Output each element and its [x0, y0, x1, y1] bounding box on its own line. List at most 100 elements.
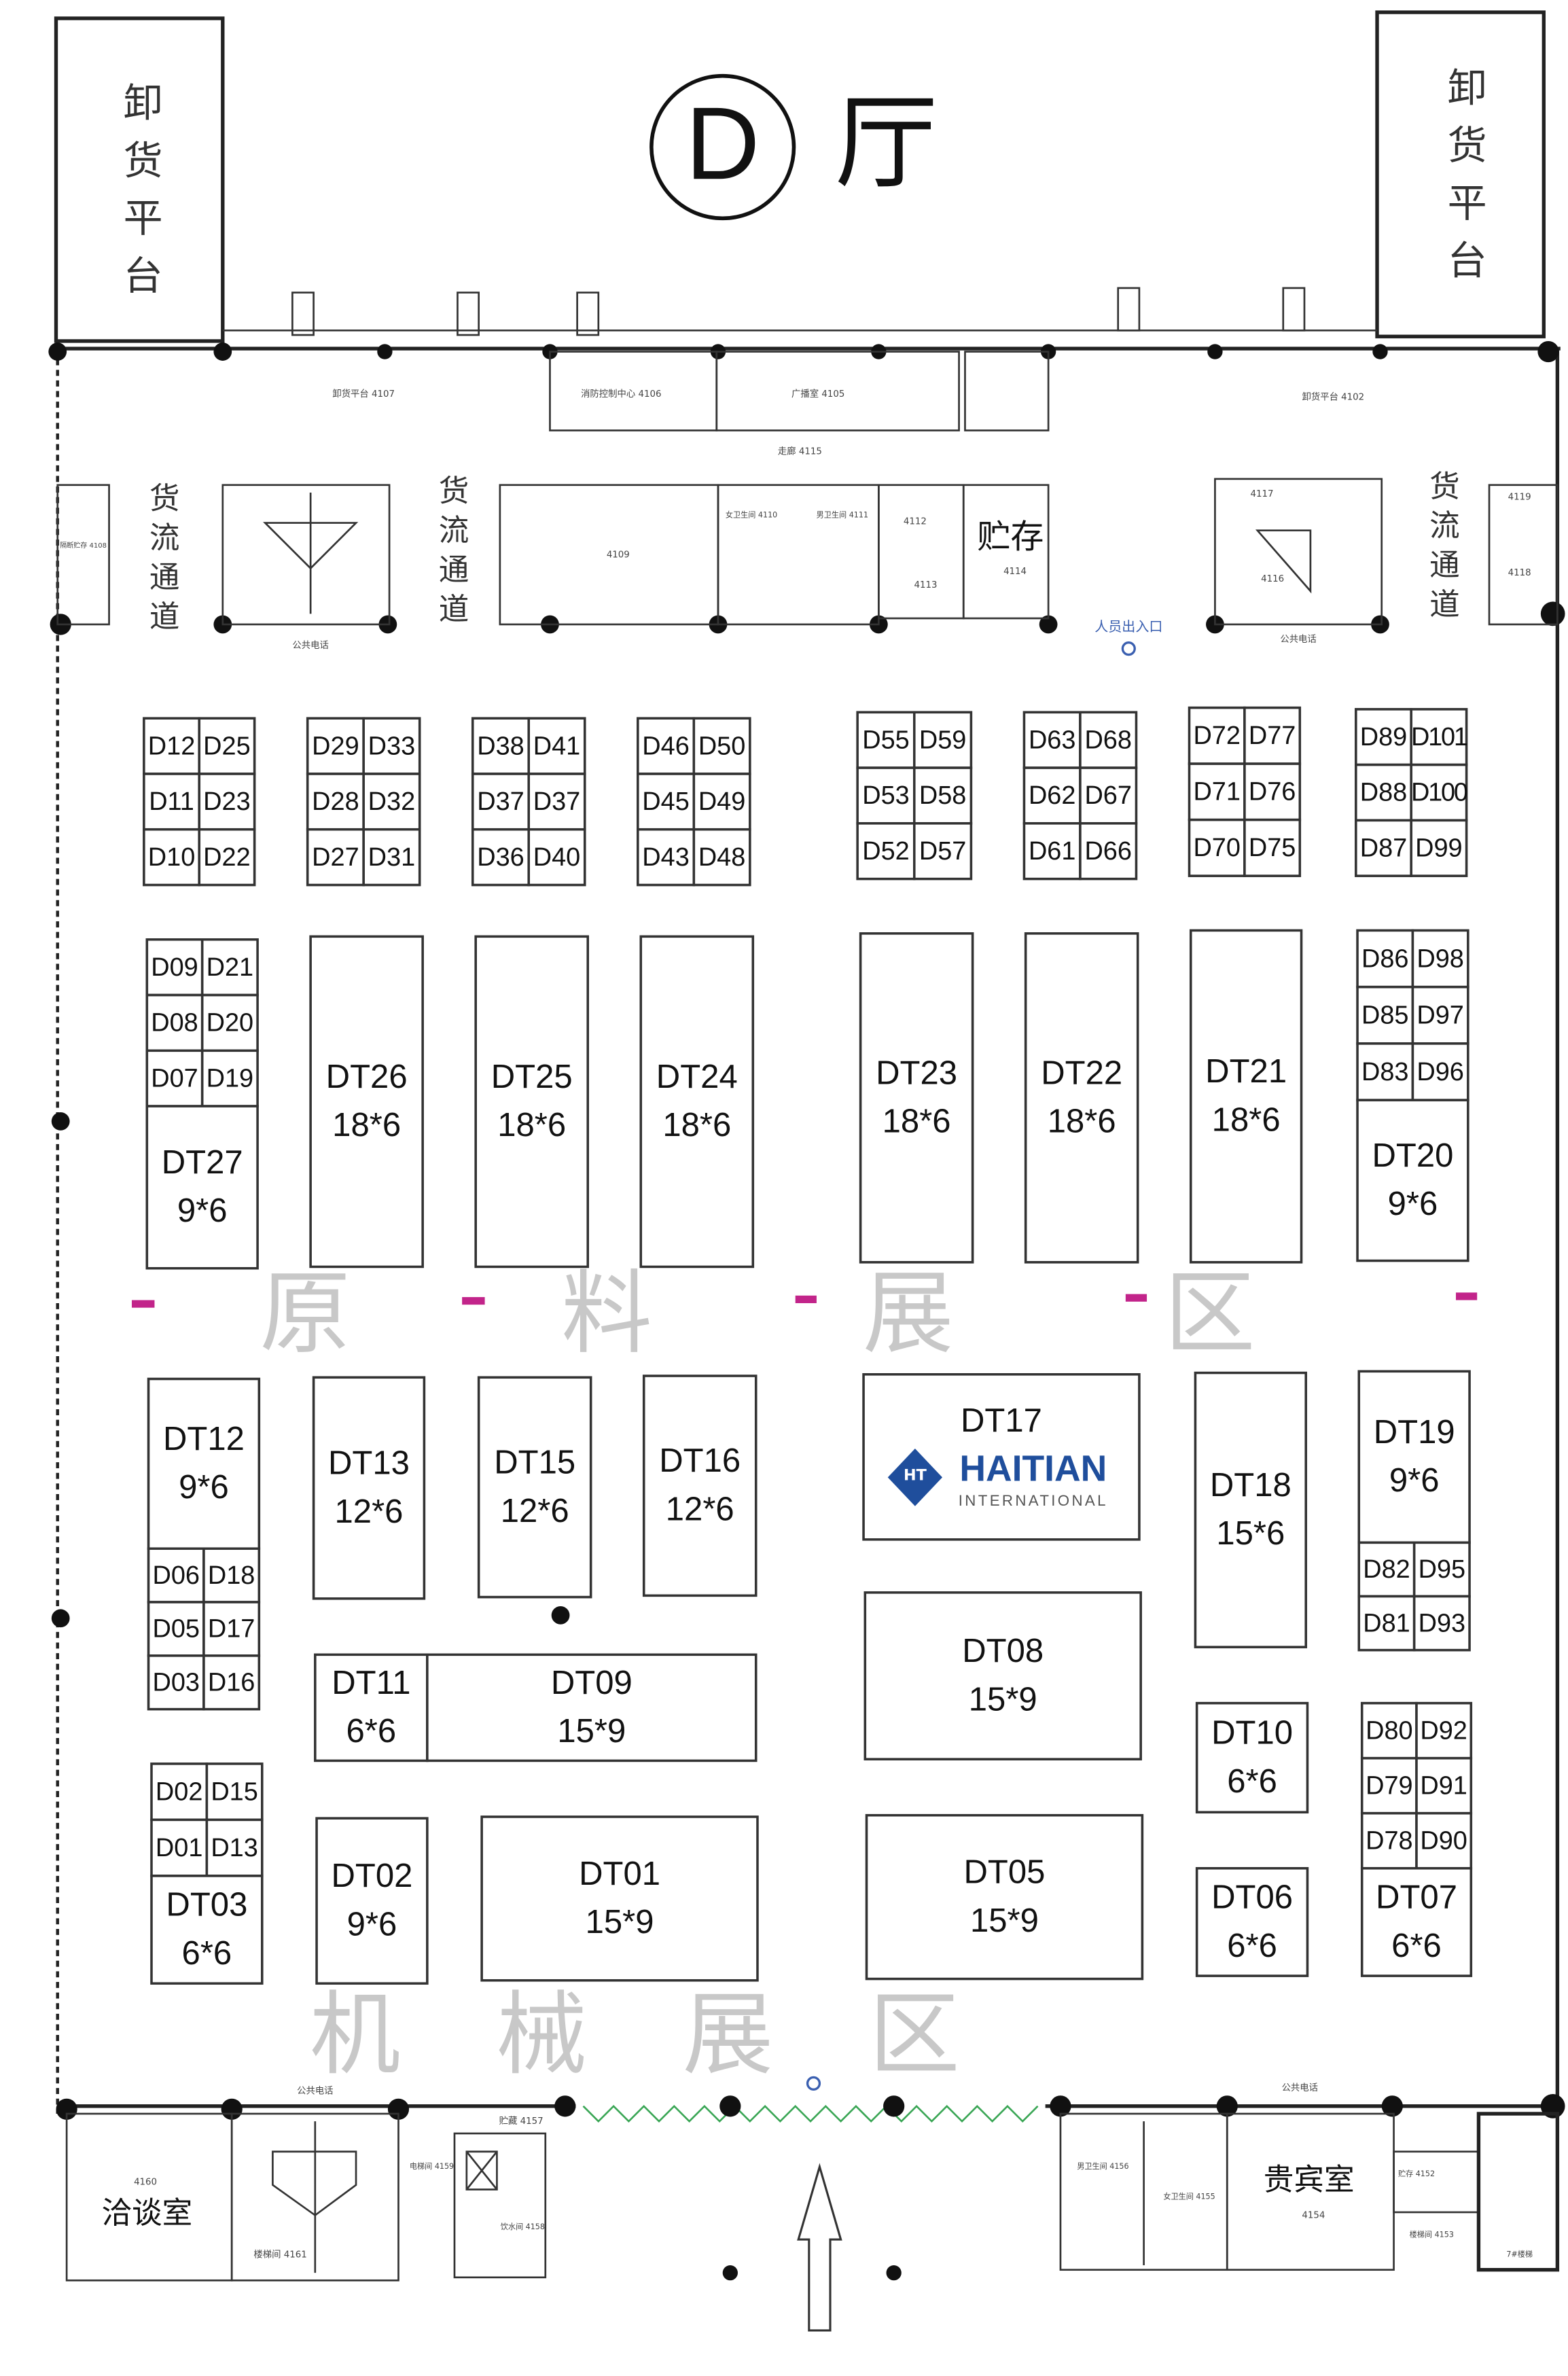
small-booth[interactable]	[362, 828, 421, 887]
booth-dt21[interactable]	[1189, 929, 1303, 1264]
booth-dt25[interactable]	[474, 935, 590, 1269]
small-booth[interactable]	[1079, 822, 1138, 881]
booth-dt13[interactable]	[312, 1376, 426, 1600]
booth-dt05[interactable]	[865, 1813, 1144, 1981]
booth-dt15[interactable]	[477, 1376, 592, 1599]
small-booth-label: D50	[698, 732, 746, 760]
small-booth[interactable]	[200, 938, 259, 997]
small-booth-label: D86	[1361, 944, 1409, 973]
room-label: 隔断贮存 4108	[60, 541, 107, 550]
small-booth[interactable]	[527, 828, 586, 887]
small-booth[interactable]	[1022, 766, 1082, 825]
small-booth[interactable]	[912, 711, 973, 769]
small-booth[interactable]	[202, 1654, 261, 1711]
small-booth[interactable]	[527, 717, 586, 775]
small-booth[interactable]	[1360, 1756, 1418, 1815]
booth-dt26[interactable]	[309, 935, 424, 1269]
booth-id: DT26	[326, 1059, 408, 1095]
small-booth-label: D83	[1361, 1058, 1409, 1086]
small-booth-label: D63	[1029, 726, 1076, 754]
room-label: 男卫生间 4156	[1077, 2161, 1128, 2171]
small-booth[interactable]	[1410, 763, 1468, 822]
small-booth[interactable]	[1360, 1811, 1418, 1870]
small-booth[interactable]	[306, 828, 365, 887]
small-booth[interactable]	[1411, 929, 1469, 989]
small-booth-label: D85	[1361, 1001, 1409, 1030]
booth-dt10[interactable]	[1195, 1701, 1309, 1814]
small-booth[interactable]	[637, 717, 696, 775]
small-booth[interactable]	[1022, 822, 1082, 881]
small-booth[interactable]	[856, 711, 916, 769]
small-booth[interactable]	[143, 717, 201, 775]
small-booth[interactable]	[1243, 762, 1302, 821]
small-booth[interactable]	[1355, 763, 1412, 822]
small-booth[interactable]	[150, 1762, 209, 1822]
small-booth[interactable]	[1355, 819, 1412, 877]
small-booth[interactable]	[1188, 818, 1246, 877]
small-booth[interactable]	[692, 717, 751, 775]
booth-dt23[interactable]	[859, 932, 974, 1264]
small-booth[interactable]	[1356, 929, 1414, 989]
small-booth-label: D21	[207, 953, 254, 982]
booth-dt27[interactable]	[145, 1105, 259, 1270]
small-booth[interactable]	[1410, 819, 1468, 877]
small-booth[interactable]	[527, 773, 586, 831]
small-booth[interactable]	[1412, 1595, 1471, 1652]
small-booth[interactable]	[205, 1762, 264, 1822]
booth-dt12[interactable]	[147, 1377, 261, 1550]
booth-dt24[interactable]	[639, 935, 755, 1269]
small-booth[interactable]	[1079, 766, 1138, 825]
booth-dt01[interactable]	[480, 1815, 759, 1982]
booth-dt02[interactable]	[315, 1817, 429, 1985]
small-booth[interactable]	[912, 822, 973, 881]
small-booth[interactable]	[1411, 1042, 1469, 1101]
booth-dt16[interactable]	[642, 1375, 758, 1597]
booth-dt09[interactable]	[426, 1653, 758, 1762]
booth-dt11[interactable]	[314, 1653, 429, 1762]
small-booth[interactable]	[1079, 711, 1138, 769]
small-booth[interactable]	[692, 828, 751, 887]
small-booth[interactable]	[1412, 1541, 1471, 1598]
small-booth[interactable]	[1188, 706, 1246, 765]
small-booth-label: D08	[151, 1009, 198, 1038]
small-booth[interactable]	[471, 773, 531, 831]
small-booth-label: D79	[1366, 1771, 1413, 1800]
small-booth-label: D27	[312, 843, 359, 872]
small-booth[interactable]	[362, 773, 421, 831]
booth-dt18[interactable]	[1194, 1371, 1308, 1648]
freight-passage-label: 货流通道	[433, 474, 469, 632]
small-booth[interactable]	[200, 993, 259, 1052]
booth-dt19[interactable]	[1357, 1370, 1471, 1544]
small-booth[interactable]	[306, 773, 365, 831]
small-booth[interactable]	[143, 828, 201, 887]
room-label: 4114	[1003, 567, 1027, 577]
small-booth[interactable]	[198, 828, 256, 887]
booth-dt06[interactable]	[1195, 1866, 1309, 1977]
small-booth[interactable]	[1243, 706, 1302, 765]
small-booth-label: D61	[1029, 837, 1076, 866]
small-booth[interactable]	[145, 1049, 204, 1107]
small-booth-label: D10	[148, 843, 196, 872]
small-booth[interactable]	[692, 773, 751, 831]
booth-dt03[interactable]	[150, 1875, 264, 1985]
aisle-markers	[132, 1292, 1478, 1308]
small-booth[interactable]	[145, 938, 204, 997]
small-booth[interactable]	[471, 828, 531, 887]
small-booth[interactable]	[1243, 818, 1302, 877]
small-booth[interactable]	[1356, 1042, 1414, 1101]
small-booth[interactable]	[1411, 985, 1469, 1045]
booth-dt08[interactable]	[863, 1591, 1142, 1760]
small-booth[interactable]	[202, 1601, 261, 1657]
small-booth[interactable]	[637, 773, 696, 831]
small-booth[interactable]	[856, 822, 916, 881]
booth-dt22[interactable]	[1024, 932, 1139, 1264]
small-booth[interactable]	[1415, 1811, 1473, 1870]
small-booth[interactable]	[1410, 708, 1468, 766]
small-booth[interactable]	[1355, 708, 1412, 766]
small-booth-label: D96	[1416, 1058, 1464, 1086]
booth-dt07[interactable]	[1360, 1866, 1473, 1977]
small-booth[interactable]	[1415, 1756, 1473, 1815]
booth-dt20[interactable]	[1356, 1099, 1469, 1262]
small-booth[interactable]	[200, 1049, 259, 1107]
small-booth[interactable]	[147, 1654, 205, 1711]
